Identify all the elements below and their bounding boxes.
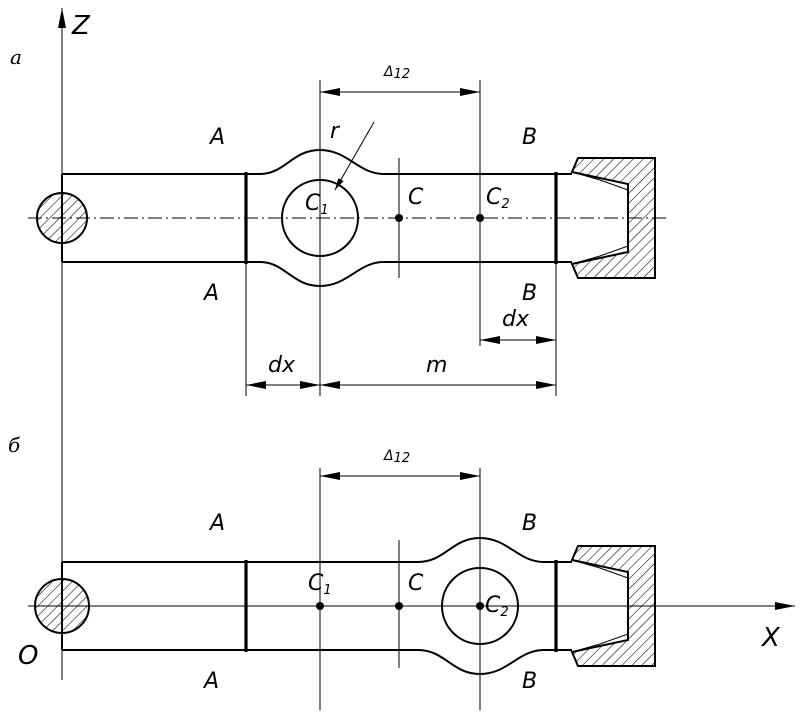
- label-b-bottom-b: B: [522, 669, 537, 694]
- m-label: m: [426, 353, 447, 378]
- delta-label-a: Δ12: [383, 64, 410, 82]
- view-a-tag: а: [10, 45, 22, 69]
- view-b: б Δ12 A A B B C1 C C2: [8, 433, 656, 710]
- view-a: а r Δ12 dx dx: [10, 45, 670, 396]
- label-c2-a: C2: [486, 185, 510, 212]
- slider-inner-b: [571, 559, 629, 653]
- label-b-top: B: [522, 125, 537, 150]
- pivot-pin-a: [36, 192, 88, 244]
- label-c-b: C: [408, 571, 424, 596]
- radius-leader: [334, 121, 375, 191]
- label-c-a: C: [408, 185, 424, 210]
- label-b-top-b: B: [522, 511, 537, 536]
- label-a-top: A: [208, 125, 225, 150]
- dx-label-right: dx: [502, 307, 530, 332]
- z-axis-label: Z: [71, 11, 91, 41]
- delta-label-b: Δ12: [383, 448, 410, 466]
- slider-inner-a: [571, 171, 629, 265]
- label-c1-a: C1: [305, 191, 329, 218]
- pivot-pin-b: [34, 578, 90, 634]
- label-c1-b: C1: [308, 571, 332, 598]
- label-a-bottom: A: [202, 281, 219, 306]
- label-a-bottom-b: A: [202, 669, 219, 694]
- radius-label: r: [330, 119, 341, 144]
- label-b-bottom: B: [522, 281, 537, 306]
- x-axis-label: X: [760, 623, 781, 653]
- origin-label: O: [18, 641, 38, 671]
- label-c2-b: C2: [485, 593, 509, 620]
- view-b-tag: б: [8, 433, 21, 457]
- label-a-top-b: A: [208, 511, 225, 536]
- coordinate-axes: Z X O: [18, 8, 795, 680]
- dx-label-left: dx: [268, 353, 296, 378]
